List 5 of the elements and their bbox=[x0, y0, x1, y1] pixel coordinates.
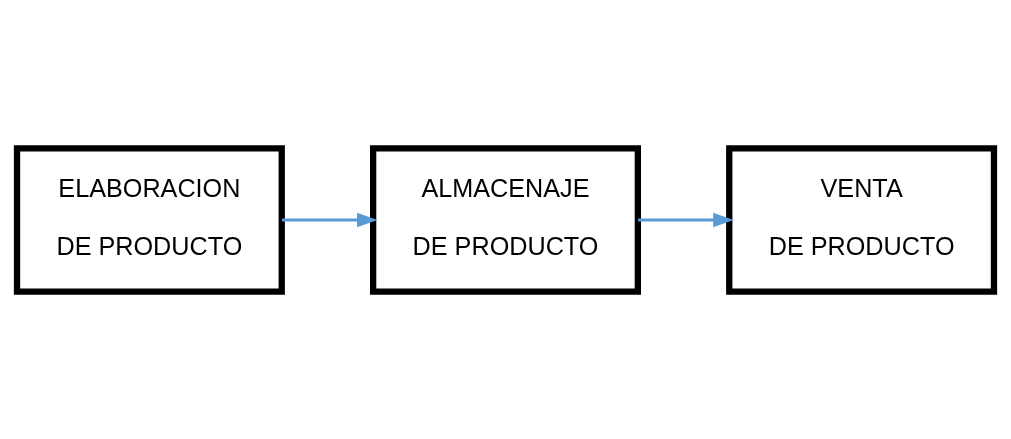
arrow bbox=[282, 212, 378, 227]
node-box: ALMACENAJE DE PRODUCTO bbox=[370, 144, 641, 295]
node-box: ELABORACION DE PRODUCTO bbox=[13, 144, 285, 295]
arrow bbox=[638, 212, 734, 227]
node-box: VENTA DE PRODUCTO bbox=[726, 144, 998, 295]
